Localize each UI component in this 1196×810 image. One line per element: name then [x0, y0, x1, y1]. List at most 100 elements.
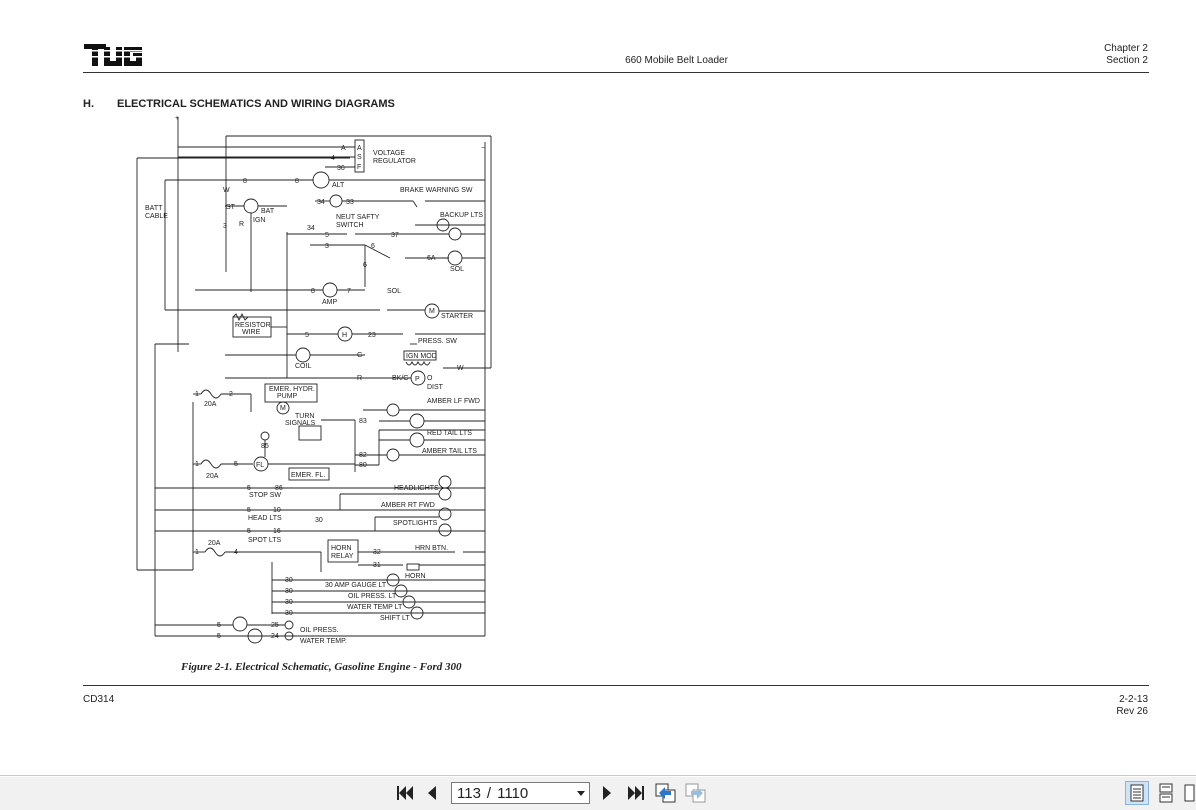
go-back-view-button[interactable] [654, 781, 678, 805]
schematic-label: IGN [253, 217, 265, 224]
last-page-button[interactable] [625, 781, 647, 805]
schematic-label: BACKUP LTS [440, 212, 483, 219]
schematic-label: 30 AMP GAUGE LT [325, 582, 387, 589]
section-title: ELECTRICAL SCHEMATICS AND WIRING DIAGRAM… [117, 98, 395, 110]
schematic-label: OIL PRESS. [300, 627, 339, 634]
schematic-label: WATER TEMP LT [347, 604, 403, 611]
schematic-label: 5 [247, 528, 251, 535]
chapter-label: Chapter 2 [1104, 43, 1148, 54]
schematic-label: M [280, 405, 286, 412]
previous-page-button[interactable] [423, 781, 441, 805]
schematic-label: 7 [347, 288, 351, 295]
single-page-view-button[interactable] [1125, 781, 1149, 805]
schematic-label: STOP SW [249, 492, 281, 499]
back-view-icon [655, 783, 676, 803]
section-heading: H.ELECTRICAL SCHEMATICS AND WIRING DIAGR… [83, 98, 395, 110]
schematic-label: AMBER RT FWD [381, 502, 435, 509]
schematic-label: 5 [217, 622, 221, 629]
schematic-label: 8 [311, 288, 315, 295]
schematic-label: P [415, 376, 420, 383]
schematic-label: 86 [275, 485, 283, 492]
last-page-icon [628, 786, 644, 800]
continuous-pages-icon [1159, 783, 1173, 803]
schematic-label: REGULATOR [373, 158, 416, 165]
schematic-label: 23 [368, 332, 376, 339]
schematic-label: HORN [331, 545, 352, 552]
next-page-icon [603, 786, 611, 800]
schematic-label: RELAY [331, 553, 354, 560]
continuous-view-button[interactable] [1154, 781, 1178, 805]
first-page-button[interactable] [394, 781, 416, 805]
schematic-label: BK/G [392, 375, 409, 382]
forward-view-icon [685, 783, 706, 803]
schematic-label: HEADLIGHTS [394, 485, 439, 492]
schematic-label: − [481, 145, 485, 152]
schematic-label: SIGNALS [285, 420, 316, 427]
schematic-label: CABLE [145, 213, 168, 220]
facing-pages-icon [1184, 784, 1195, 802]
schematic-label: 4 [234, 549, 238, 556]
schematic-label: 6A [427, 255, 436, 262]
facing-view-button[interactable] [1182, 781, 1196, 805]
chevron-down-icon [577, 791, 585, 796]
schematic-label: 83 [359, 418, 367, 425]
schematic-label: TURN [295, 413, 314, 420]
schematic-label: 34 [307, 225, 315, 232]
schematic-label: BAT [261, 208, 275, 215]
schematic-label: 20A [206, 473, 219, 480]
schematic-label: ST [226, 204, 236, 211]
schematic-label: PRESS. SW [418, 338, 457, 345]
document-code: CD314 [83, 694, 115, 705]
go-forward-view-button[interactable] [684, 781, 708, 805]
schematic-label: EMER. HYDR. [269, 386, 315, 393]
revision-label: Rev 26 [1116, 706, 1148, 717]
page-number-selector[interactable]: 113/1110 [451, 782, 590, 804]
schematic-label: VOLTAGE [373, 150, 405, 157]
schematic-label: SPOT LTS [248, 537, 282, 544]
schematic-label: HORN [405, 573, 426, 580]
schematic-label: 82 [359, 452, 367, 459]
schematic-label: 16 [273, 528, 281, 535]
section-label: Section 2 [1106, 55, 1148, 66]
schematic-label: 8 [243, 178, 247, 185]
schematic-label: WATER TEMP. [300, 638, 347, 645]
schematic-label: 10 [273, 507, 281, 514]
schematic-label: 25 [271, 622, 279, 629]
schematic-label: AMBER LF FWD [427, 398, 480, 405]
schematic-label: 5 [305, 332, 309, 339]
schematic-label: G [357, 352, 362, 359]
schematic-label: PUMP [277, 393, 298, 400]
schematic-label: SOL [450, 266, 464, 273]
single-page-icon [1130, 784, 1144, 802]
schematic-label: R [357, 375, 362, 382]
schematic-label: W [457, 365, 464, 372]
document-page: 660 Mobile Belt Loader Chapter 2 Section… [0, 43, 1196, 776]
schematic-label: A [357, 145, 362, 152]
schematic-label: 5 [247, 485, 251, 492]
previous-page-icon [428, 786, 436, 800]
schematic-label: IGN MOD [406, 353, 437, 360]
schematic-label: 1 [195, 391, 199, 398]
schematic-label: HRN BTN. [415, 545, 448, 552]
schematic-label: + [175, 115, 179, 122]
schematic-label: SOL [387, 288, 401, 295]
viewer-toolbar: 113/1110 [0, 777, 1196, 810]
next-page-button[interactable] [598, 781, 616, 805]
schematic-label: ALT [332, 182, 345, 189]
schematic-label: 30 [285, 577, 293, 584]
schematic-label: 3 [325, 243, 329, 250]
schematic-label: 32 [373, 549, 381, 556]
schematic-label: RESISTOR [235, 322, 271, 329]
schematic-label: 31 [373, 562, 381, 569]
schematic-label: O [427, 375, 433, 382]
schematic-label: 34 [317, 199, 325, 206]
current-page-number: 113 [457, 784, 481, 802]
schematic-label: F [357, 164, 361, 171]
schematic-label: 33 [346, 199, 354, 206]
schematic-label: OIL PRESS. LT [348, 593, 397, 600]
schematic-label: DIST [427, 384, 444, 391]
schematic-label: 6 [371, 243, 375, 250]
schematic-label: 1 [195, 549, 199, 556]
schematic-label: R [239, 221, 244, 228]
tug-logo [84, 44, 142, 66]
